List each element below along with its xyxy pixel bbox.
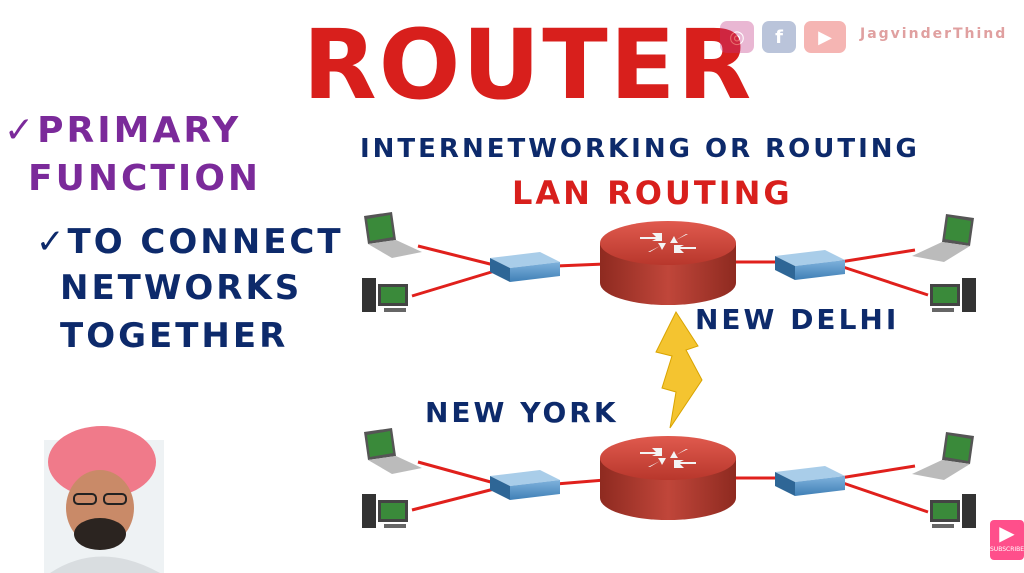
primary-heading-line2: FUNCTION (28, 158, 262, 199)
router-arrows-icon (640, 448, 696, 468)
router-top (600, 221, 736, 305)
link-line (411, 268, 499, 298)
check-mark: ✓ (36, 222, 68, 262)
presenter-avatar (44, 426, 164, 573)
link-line (839, 480, 929, 514)
laptop-icon (912, 432, 974, 480)
primary-label: PRIMARY (37, 110, 242, 151)
links-top (411, 244, 929, 298)
switch-left-bottom (490, 470, 560, 500)
desktop-icon (362, 494, 408, 528)
laptop-icon (364, 428, 422, 474)
laptop-icon (912, 214, 974, 262)
link-line (839, 264, 929, 297)
router-bottom (600, 436, 736, 520)
laptop-icon (364, 212, 422, 258)
bullet-label: TO CONNECT (67, 222, 344, 262)
page-title: ROUTER (302, 9, 754, 121)
link-line (411, 486, 499, 512)
check-mark: ✓ (4, 110, 38, 151)
switch-right-bottom (775, 466, 845, 496)
switch-right-top (775, 250, 845, 280)
channel-handle: JagvinderThind (860, 26, 1008, 42)
play-icon: ▶ (999, 521, 1015, 545)
youtube-icon[interactable]: ▶ (804, 21, 846, 53)
instagram-icon[interactable]: ◎ (720, 21, 754, 53)
subscribe-button[interactable]: ▶ SUBSCRIBE (990, 520, 1024, 560)
site-label-new-york: NEW YORK (425, 396, 619, 429)
router-arrows-icon (640, 233, 696, 253)
link-line (839, 248, 916, 264)
subscribe-label: SUBSCRIBE (990, 546, 1024, 553)
link-line (555, 478, 606, 486)
desktop-icon (930, 278, 976, 312)
primary-heading-line1: ✓PRIMARY (4, 110, 241, 151)
lightning-bolt-icon (655, 310, 703, 429)
desktop-icon (930, 494, 976, 528)
bullet-line1: ✓TO CONNECT (36, 222, 344, 262)
link-line (417, 460, 499, 486)
desktop-icon (362, 278, 408, 312)
diagram-subtitle: INTERNETWORKING OR ROUTING (360, 134, 920, 164)
social-icons: ◎ f ▶ (720, 20, 846, 54)
switch-left-top (490, 252, 560, 282)
link-line (839, 464, 916, 480)
links-bottom (411, 460, 929, 514)
site-label-new-delhi: NEW DELHI (695, 303, 900, 336)
bullet-line3: TOGETHER (60, 316, 289, 356)
bullet-line2: NETWORKS (60, 268, 303, 308)
lan-routing-label: LAN ROUTING (512, 174, 793, 212)
facebook-icon[interactable]: f (762, 21, 796, 53)
link-line (555, 262, 606, 268)
link-line (417, 244, 499, 268)
